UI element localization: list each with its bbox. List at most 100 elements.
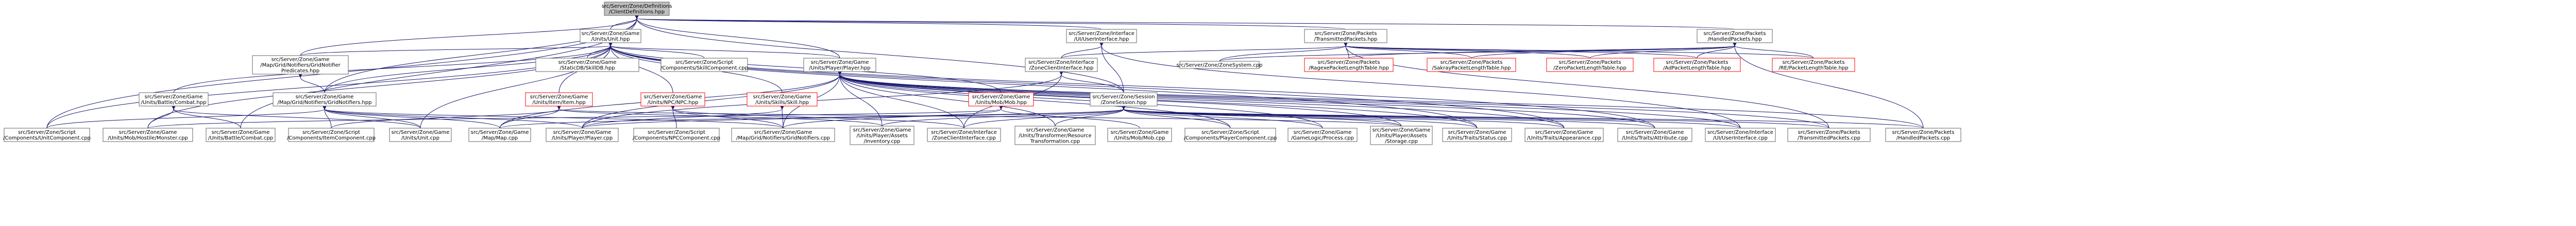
node-label-line: /Units/Player/Player.cpp [552,135,613,141]
node-grid-notifiers-hpp[interactable]: src/Server/Zone/Game/Map/Grid/Notifiers/… [273,92,377,107]
node-label-line: /Components/PlayerComponent.cpp [1184,135,1277,141]
node-label-line: /Units/Traits/Appearance.cpp [1527,135,1601,141]
node-box [389,128,452,142]
edge-player-hpp-to-handled-packets-cpp [837,71,1924,129]
node-box [1090,92,1158,107]
edge-root-to-unit-hpp [610,14,639,30]
node-label-line: src/Server/Zone/Packets [1666,60,1728,65]
node-re-lt[interactable]: src/Server/Zone/Packets/RE/PacketLengthT… [1772,58,1855,72]
node-handled-packets-cpp[interactable]: src/Server/Zone/Packets/HandledPackets.c… [1885,128,1961,142]
node-label-line: src/Server/Zone/Game [119,130,177,135]
node-player-component-cpp[interactable]: src/Server/Zone/Script/Components/Player… [1184,128,1277,142]
node-iface-unitiface[interactable]: src/Server/Zone/Interface/UI/UserInterfa… [1066,29,1137,43]
node-box [1304,29,1387,43]
node-grid-notifiers-cpp[interactable]: src/Server/Zone/Game/Map/Grid/Notifiers/… [731,128,835,142]
node-box [288,128,375,142]
node-label-line: /Units/NPC/NPC.hpp [648,100,699,106]
node-handled-packets-hpp[interactable]: src/Server/Zone/Packets/HandledPackets.h… [1697,29,1773,43]
edge-tx-packets-to-zone-iface [1061,42,1348,59]
node-traits-appearance-cpp[interactable]: src/Server/Zone/Game/Units/Traits/Appear… [1524,128,1604,142]
node-zone-iface[interactable]: src/Server/Zone/Interface/ZoneClientInte… [1025,58,1098,72]
node-zone-iface-cpp[interactable]: src/Server/Zone/Interface/ZoneClientInte… [927,128,1001,142]
node-label-line: /Units/Player/Player.hpp [809,65,870,71]
node-zero-lt[interactable]: src/Server/Zone/Packets/ZeroPacketLength… [1546,58,1634,72]
node-label-line: /Units/Mob/Mob.hpp [975,100,1027,106]
edge-unit-hpp-to-battle-combat-hpp [173,42,613,93]
node-box [535,58,639,72]
edge-root-to-handled-packets-hpp [634,14,1735,30]
node-mapgrid-notifier-pred[interactable]: src/Server/Zone/Game/Map/Grid/Notifiers/… [252,55,349,75]
node-battle-combat-cpp[interactable]: src/Server/Zone/Game/Units/Battle/Combat… [206,128,276,142]
node-ragexe-lt[interactable]: src/Server/Zone/Packets/RagexePacketLeng… [1304,58,1394,72]
node-tx-packets[interactable]: src/Server/Zone/Packets/TransmittedPacke… [1304,29,1387,43]
node-player-hpp[interactable]: src/Server/Zone/Game/Units/Player/Player… [803,58,876,72]
node-userinterface-cpp[interactable]: src/Server/Zone/Interface/UI/UserInterfa… [1705,128,1776,142]
node-inventory-cpp[interactable]: src/Server/Zone/Game/Units/Player/Assets… [850,126,914,145]
edge-item-hpp-to-inventory-cpp [556,105,883,127]
node-hostile-monster-cpp[interactable]: src/Server/Zone/Game/Units/Mob/Hostile/M… [103,128,193,142]
edge-tx-packets-to-zonesystem [1219,42,1348,62]
edge-player-hpp-to-player-cpp [582,71,842,129]
node-skill-hpp[interactable]: src/Server/Zone/Game/Units/Skills/Skill.… [747,92,818,107]
node-unit-component-cpp[interactable]: src/Server/Zone/Script/Components/UnitCo… [3,128,91,142]
node-label-line: src/Server/Zone/Game [296,94,354,100]
node-zonesystem[interactable]: src/Server/Zone/ZoneSystem.cpp [1176,61,1263,69]
node-label-line: /HandledPackets.cpp [1896,135,1950,141]
node-label-line: /ZeroPacketLengthTable.hpp [1553,65,1626,71]
node-label-line: src/Server/Zone/Game [1626,130,1684,135]
node-label-line: /Components/NPCComponent.cpp [633,135,720,141]
node-traits-attribute-cpp[interactable]: src/Server/Zone/Game/Units/Traits/Attrib… [1617,128,1692,142]
node-player-cpp[interactable]: src/Server/Zone/Game/Units/Player/Player… [546,128,619,142]
node-zone-session-hpp[interactable]: src/Server/Zone/Session/ZoneSession.hpp [1090,92,1158,107]
edge-mapgrid-notifier-pred-to-grid-notifiers-hpp [298,73,325,93]
node-box [803,58,876,72]
node-box [1107,128,1172,142]
node-skill-component[interactable]: src/Server/Zone/Script/Components/SkillC… [660,58,748,72]
node-box [1705,128,1776,142]
edge-unit-hpp-to-npc-hpp [608,42,673,93]
node-label-line: /Components/ItemComponent.cpp [287,135,376,141]
node-box [1697,29,1773,43]
node-box [927,128,1001,142]
edge-handled-packets-hpp-to-ad-lt [1697,42,1737,59]
node-label-line: /Map/Map.cpp [482,135,518,141]
node-root[interactable]: src/Server/Zone/Definitions/ClientDefini… [602,2,672,16]
edge-unit-hpp-to-player-hpp [608,42,840,59]
node-map-cpp[interactable]: src/Server/Zone/Game/Map/Map.cpp [468,128,531,142]
edge-zone-session-hpp-to-inventory-cpp [882,105,1126,127]
edge-handled-packets-hpp-to-zonesystem [1219,42,1737,62]
node-unit-hpp[interactable]: src/Server/Zone/Game/Units/Unit.hpp [580,29,641,43]
node-layer: src/Server/Zone/Definitions/ClientDefini… [3,2,1961,145]
node-label-line: src/Server/Zone/Game [530,94,588,100]
node-gamelogic-process-cpp[interactable]: src/Server/Zone/Game/GameLogic/Process.c… [1287,128,1358,142]
node-storage-cpp[interactable]: src/Server/Zone/Game/Units/Player/Assets… [1370,126,1433,145]
node-box [1442,128,1512,142]
node-label-line: /UI/UserInterface.hpp [1074,37,1129,42]
node-unit-cpp[interactable]: src/Server/Zone/Game/Units/Unit.cpp [389,128,452,142]
edge-handled-packets-hpp-to-zero-lt [1589,42,1737,59]
edge-root-to-tx-packets [634,14,1346,30]
node-npc-hpp[interactable]: src/Server/Zone/Game/Units/NPC/NPC.hpp [640,92,705,107]
node-battle-combat-hpp[interactable]: src/Server/Zone/Game/Units/Battle/Combat… [139,92,209,107]
node-label-line: src/Server/Zone/Game [753,94,811,100]
node-label-line: /ZoneClientInterface.cpp [932,135,996,141]
node-tx-packets-cpp[interactable]: src/Server/Zone/Packets/TransmittedPacke… [1787,128,1871,142]
edge-battle-combat-hpp-to-battle-combat-cpp [171,105,241,129]
node-label-line: /TransmittedPackets.cpp [1798,135,1860,141]
node-mob-cpp[interactable]: src/Server/Zone/Game/Units/Mob/Mob.cpp [1107,128,1172,142]
node-ad-lt[interactable]: src/Server/Zone/Packets/AdPacketLengthTa… [1653,58,1741,72]
node-sakray-lt[interactable]: src/Server/Zone/Packets/SakrayPacketLeng… [1427,58,1516,72]
node-skillsystem[interactable]: src/Server/Zone/Game/StaticDB/SkillDB.hp… [535,58,639,72]
node-label-line: src/Server/Zone/Packets [1704,31,1766,37]
node-npc-component-cpp[interactable]: src/Server/Zone/Script/Components/NPCCom… [633,128,720,142]
node-mob-hpp[interactable]: src/Server/Zone/Game/Units/Mob/Mob.hpp [968,92,1034,107]
node-label-line: src/Server/Zone/Game [972,94,1030,100]
node-item-component-cpp[interactable]: src/Server/Zone/Script/Components/ItemCo… [287,128,376,142]
edge-battle-combat-hpp-to-unit-cpp [171,105,421,129]
node-item-hpp[interactable]: src/Server/Zone/Game/Units/Item/Item.hpp [525,92,593,107]
edge-tx-packets-to-zero-lt [1343,42,1590,59]
node-label-line: src/Server/Zone/Script [302,130,360,135]
node-label-line: /Units/Unit.cpp [401,135,439,141]
node-traits-status-cpp[interactable]: src/Server/Zone/Game/Units/Traits/Status… [1442,128,1512,142]
node-resource-transform-cpp[interactable]: src/Server/Zone/Game/Units/Transformer/R… [1014,126,1096,145]
